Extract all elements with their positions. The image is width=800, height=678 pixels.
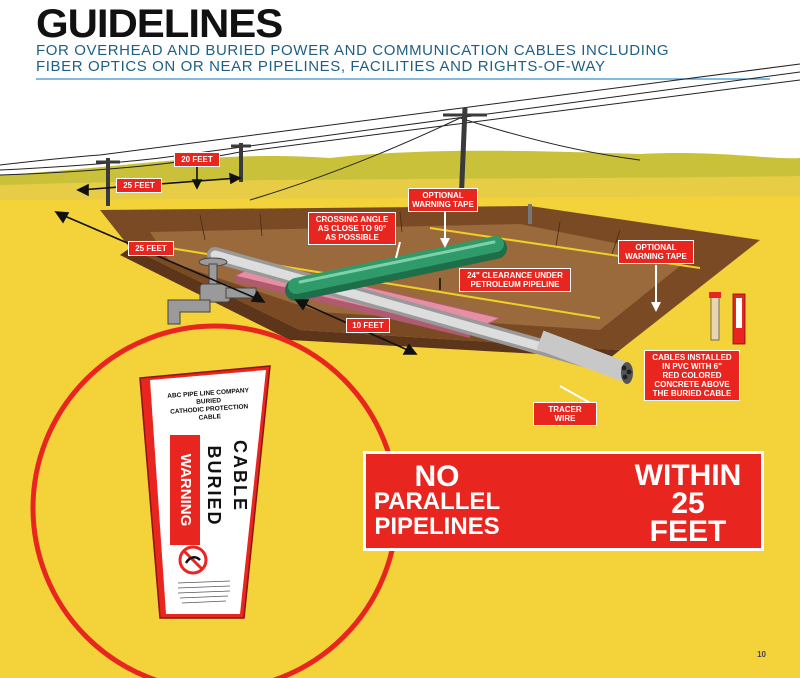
warning-marker-callout xyxy=(30,323,400,678)
no-text: NO xyxy=(414,460,460,493)
page-title: GUIDELINES xyxy=(36,2,283,46)
pipeline-valve xyxy=(167,257,257,325)
optional-warning-tape-label-left: OPTIONAL WARNING TAPE xyxy=(408,188,478,212)
no-parallel-left-text: NO PARALLEL PIPELINES xyxy=(372,460,502,540)
marker-posts xyxy=(528,204,746,345)
no-parallel-pipelines-sign: NO PARALLEL PIPELINES WITHIN 25 FEET xyxy=(363,451,764,551)
marker-cable-text: CABLE xyxy=(230,440,250,512)
feet-text: FEET xyxy=(649,515,727,548)
marker-buried-text: BURIED xyxy=(204,445,224,527)
overhead-clearance-label: 20 FEET xyxy=(174,152,220,167)
overhead-wires xyxy=(0,63,800,201)
page-subtitle: FOR OVERHEAD AND BURIED POWER AND COMMUN… xyxy=(36,43,776,75)
clearance-under-pipeline-label: 24" CLEARANCE UNDER PETROLEUM PIPELINE xyxy=(459,268,571,292)
page-number: 10 xyxy=(757,650,766,659)
subtitle-line-1: FOR OVERHEAD AND BURIED POWER AND COMMUN… xyxy=(36,42,670,59)
pvc-cables-label: CABLES INSTALLED IN PVC WITH 6" RED COLO… xyxy=(644,350,740,401)
parallel-distance-label: 10 FEET xyxy=(346,318,390,333)
within-25-feet-text: WITHIN 25 FEET xyxy=(620,459,756,548)
optional-warning-tape-label-right: OPTIONAL WARNING TAPE xyxy=(618,240,694,264)
marker-warning-text: WARNING xyxy=(177,453,194,527)
within-text: WITHIN xyxy=(634,459,742,492)
page-header: GUIDELINES FOR OVERHEAD AND BURIED POWER… xyxy=(0,0,800,80)
crossing-angle-label: CROSSING ANGLE AS CLOSE TO 90° AS POSSIB… xyxy=(308,212,396,245)
distance-number: 25 xyxy=(671,487,705,520)
parallel-text: PARALLEL xyxy=(373,488,501,515)
trench-distance-label: 25 FEET xyxy=(128,241,174,256)
subtitle-line-2: FIBER OPTICS ON OR NEAR PIPELINES, FACIL… xyxy=(36,58,606,75)
petroleum-pipeline xyxy=(285,236,507,301)
buried-cable-conduit xyxy=(207,247,633,384)
excavation-pit xyxy=(100,206,760,358)
tracer-wire-label: TRACER WIRE xyxy=(533,402,597,426)
pole-distance-label: 25 FEET xyxy=(116,178,162,193)
pipelines-text: PIPELINES xyxy=(374,513,500,540)
